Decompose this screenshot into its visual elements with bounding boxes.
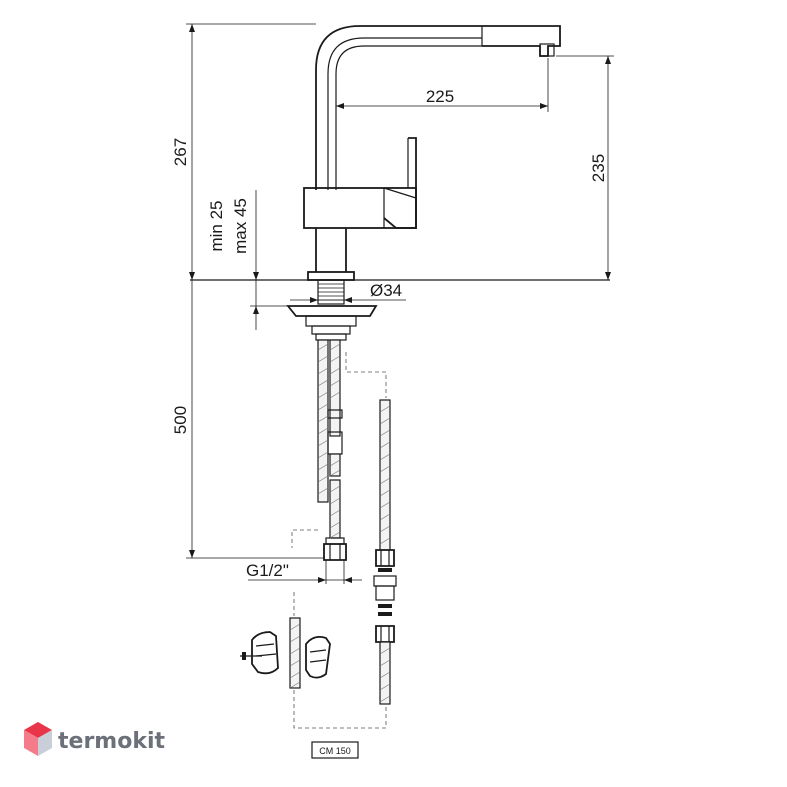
faucet-drawing [190,25,610,341]
dim-deck-min: min 25 [207,200,226,251]
dim-hose-length: 500 [171,406,190,434]
accessory-label-box [311,741,359,759]
brand-logo: termokit [24,722,165,756]
hexagon-cube-icon [24,722,52,756]
dim-deck-max: max 45 [231,198,250,254]
dim-connection-thread: G1/2" [246,561,289,580]
dim-reach: 225 [426,87,454,106]
hoses [289,339,397,729]
dim-height-total: 267 [171,138,190,166]
dim-spout-height: 235 [589,154,608,182]
accessory-label: CM 150 [319,746,351,756]
hose-weight-parts [240,631,331,679]
dim-base-diameter: Ø34 [370,281,402,300]
dimension-lines [186,23,614,584]
brand-name: termokit [58,729,165,754]
